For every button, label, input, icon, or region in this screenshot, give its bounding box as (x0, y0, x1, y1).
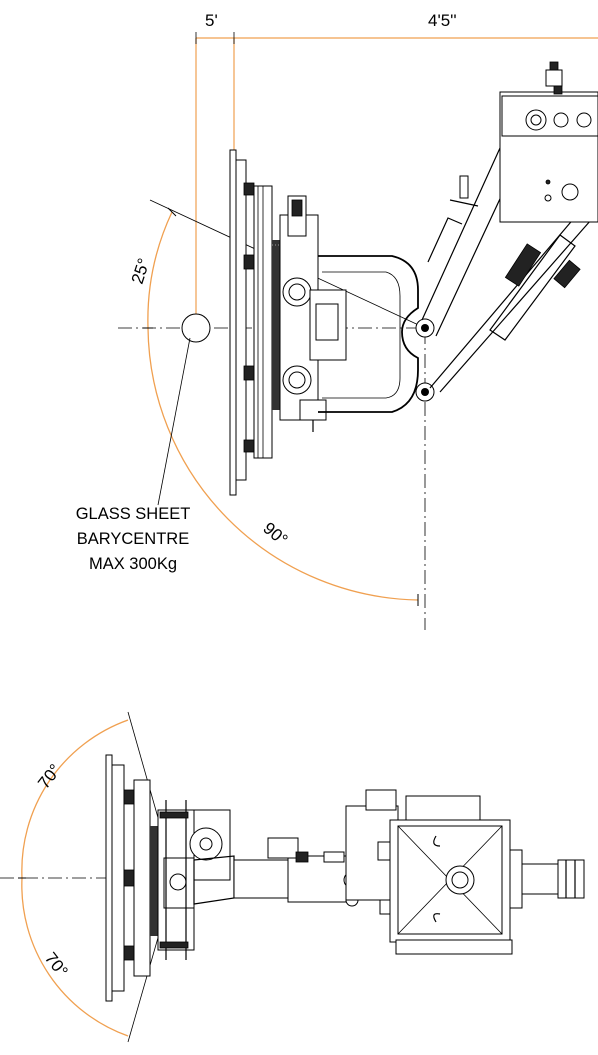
barycentre-leader (157, 337, 191, 506)
barycentre-note: GLASS SHEET BARYCENTRE MAX 300Kg (76, 505, 191, 573)
angle-90-label: 90° (259, 519, 291, 550)
svg-text:BARYCENTRE: BARYCENTRE (77, 530, 189, 548)
angle-70-bottom-label: 70° (41, 949, 72, 981)
top-view-machine (229, 61, 598, 496)
svg-text:MAX 300Kg: MAX 300Kg (89, 555, 177, 573)
bottom-view-machine (105, 754, 585, 1002)
svg-text:GLASS SHEET: GLASS SHEET (76, 505, 191, 523)
angle-25-label: 25° (128, 256, 154, 286)
dimension-lines (195, 32, 598, 322)
barycentre-marker (181, 313, 211, 343)
angle-70-top-label: 70° (34, 760, 65, 792)
offset-dimension-label: 5' (205, 11, 218, 30)
reach-dimension-label: 4'5'' (428, 11, 457, 30)
